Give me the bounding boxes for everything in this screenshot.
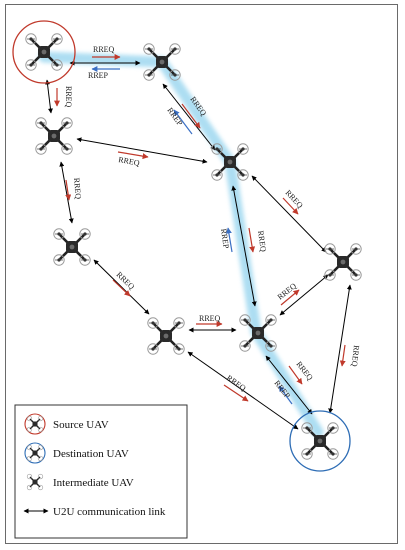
rrep-arrow (225, 227, 233, 253)
source-legend-ring (24, 413, 46, 435)
source-uav-icon (24, 32, 64, 72)
rreq-arrow (65, 179, 72, 201)
destination-legend-ring (24, 442, 46, 464)
link-source-n2 (45, 79, 53, 114)
rrep-label: RREP (219, 228, 231, 250)
link-n6-dest (187, 351, 299, 430)
rreq-label: RREQ (93, 45, 115, 54)
rreq-label: RREQ (276, 281, 299, 301)
rreq-arrow (288, 365, 303, 385)
link-n2-n3 (76, 137, 208, 164)
source-ring (12, 20, 76, 84)
rreq-label: RREQ (294, 360, 314, 383)
rrep-arrow (173, 109, 193, 135)
rreq-arrow (112, 279, 131, 297)
route-glow-path (38, 51, 324, 438)
legend: Source UAV Destination UAV Intermediate … (14, 404, 188, 539)
legend-source-label: Source UAV (53, 419, 109, 431)
rreq-label: RREQ (64, 86, 73, 108)
intermediate-uav-icon (146, 316, 186, 356)
rreq-arrow (117, 151, 149, 160)
rreq-label: RREQ (256, 230, 268, 253)
link-n8-dest (328, 284, 352, 414)
link-n7-n8 (279, 274, 329, 316)
rrep-label: RREP (165, 106, 184, 128)
rreq-arrow (282, 197, 299, 215)
intermediate-uav-icon (34, 116, 74, 156)
rreq-arrow (280, 289, 300, 306)
legend-box (14, 404, 188, 539)
message-arrows (54, 54, 346, 405)
rreq-label: RREQ (350, 345, 361, 367)
rreq-label: RREQ (118, 155, 141, 168)
link-n4-n6 (93, 259, 150, 315)
rrep-arrow (278, 385, 293, 405)
message-labels: RREQ RREP RREQ RREQ RREP RREQ RREQ RREP … (64, 45, 361, 400)
rreq-label: RREQ (72, 177, 83, 199)
rreq-label: RREQ (115, 270, 137, 291)
intermediate-uav-icon (323, 242, 363, 282)
rreq-label: RREQ (225, 373, 248, 393)
rreq-arrow (181, 103, 201, 129)
link-n3-n8 (251, 175, 327, 253)
rreq-arrow (248, 227, 256, 253)
rreq-label: RREQ (199, 314, 221, 323)
destination-ring (289, 410, 351, 472)
rreq-arrow (339, 344, 346, 367)
legend-destination-label: Destination UAV (53, 448, 129, 460)
link-n7-dest (265, 355, 313, 415)
link-n3-n7 (231, 185, 257, 307)
rreq-arrow (223, 384, 249, 402)
legend-link-label: U2U communication link (53, 506, 166, 518)
route-glow (38, 51, 324, 438)
link-n2-n4 (59, 161, 74, 224)
u2u-links (45, 60, 352, 430)
legend-intermediate-label: Intermediate UAV (53, 477, 134, 489)
intermediate-uav-icon (52, 227, 92, 267)
rreq-label: RREQ (284, 188, 305, 210)
rrep-label: RREP (88, 71, 109, 80)
